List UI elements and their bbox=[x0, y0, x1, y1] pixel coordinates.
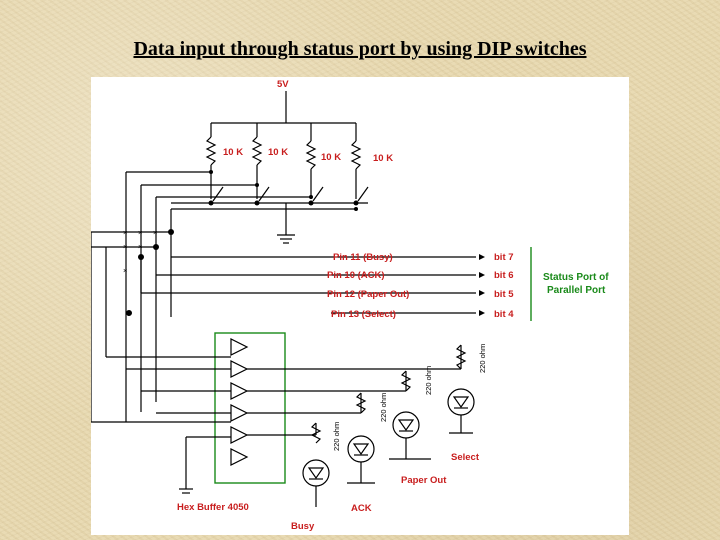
slide-title: Data input through status port by using … bbox=[133, 38, 587, 60]
resistor-label-2: 10 K bbox=[268, 147, 288, 158]
pin-row-ack: Pin 10 (ACK) bit 6 bbox=[327, 270, 514, 281]
pullup-resistor-2 bbox=[251, 123, 263, 169]
supply-label: 5V bbox=[277, 79, 289, 90]
pullup-resistor-1 bbox=[205, 123, 217, 169]
led-label-busy: Busy bbox=[291, 521, 315, 532]
dip-switch-1 bbox=[208, 169, 224, 206]
pullup-resistor-4 bbox=[350, 123, 362, 170]
led-paper-out: Paper Out bbox=[389, 411, 447, 486]
led-label-ack: ACK bbox=[351, 503, 372, 514]
pin-label-paper-out: Pin 12 (Paper Out) bbox=[327, 289, 409, 300]
pin-row-paper-out: Pin 12 (Paper Out) bit 5 bbox=[327, 289, 514, 300]
circuit-diagram: 5V 10 K 10 K 10 K 10 K bbox=[90, 77, 629, 535]
svg-text:×: × bbox=[123, 266, 127, 275]
led-select: Select bbox=[447, 388, 480, 463]
resistor-value-select: 220 ohm bbox=[478, 344, 487, 373]
led-resistor-ack: 220 ohm bbox=[355, 392, 388, 422]
pullup-resistor-3 bbox=[305, 123, 317, 170]
hex-buffer-box bbox=[214, 332, 286, 484]
resistor-value-paper-out: 220 ohm bbox=[424, 366, 433, 395]
resistor-label-1: 10 K bbox=[223, 147, 243, 158]
buffer-gates bbox=[230, 338, 249, 466]
dip-switch-2 bbox=[254, 169, 270, 206]
pin-label-select: Pin 13 (Select) bbox=[331, 309, 396, 320]
led-label-select: Select bbox=[451, 452, 480, 463]
bit-label-6: bit 6 bbox=[494, 270, 514, 281]
dip-switch-4 bbox=[353, 169, 369, 206]
led-resistor-paper-out: 220 ohm bbox=[400, 366, 433, 395]
bit-label-4: bit 4 bbox=[494, 309, 514, 320]
resistor-value-ack: 220 ohm bbox=[379, 393, 388, 422]
led-resistor-busy: 220 ohm bbox=[310, 422, 341, 451]
dip-switch-3 bbox=[308, 169, 324, 206]
pin-row-select: Pin 13 (Select) bit 4 bbox=[331, 309, 514, 320]
status-port-label-2: Parallel Port bbox=[547, 285, 606, 296]
bit-label-5: bit 5 bbox=[494, 289, 514, 300]
bit-label-7: bit 7 bbox=[494, 252, 514, 263]
resistor-label-4: 10 K bbox=[373, 153, 393, 164]
resistor-label-3: 10 K bbox=[321, 152, 341, 163]
pin-label-ack: Pin 10 (ACK) bbox=[327, 270, 385, 281]
led-resistor-select: 220 ohm bbox=[455, 344, 487, 373]
led-ack: ACK bbox=[347, 435, 375, 514]
resistor-value-busy: 220 ohm bbox=[332, 422, 341, 451]
pin-row-busy: Pin 11 (Busy) bit 7 bbox=[333, 252, 514, 263]
ground-symbol bbox=[277, 234, 295, 244]
status-port-label-1: Status Port of bbox=[543, 272, 609, 283]
hex-buffer-label: Hex Buffer 4050 bbox=[177, 502, 249, 513]
pin-label-busy: Pin 11 (Busy) bbox=[333, 252, 393, 263]
led-label-paper-out: Paper Out bbox=[401, 475, 447, 486]
led-busy: Busy bbox=[291, 459, 330, 532]
